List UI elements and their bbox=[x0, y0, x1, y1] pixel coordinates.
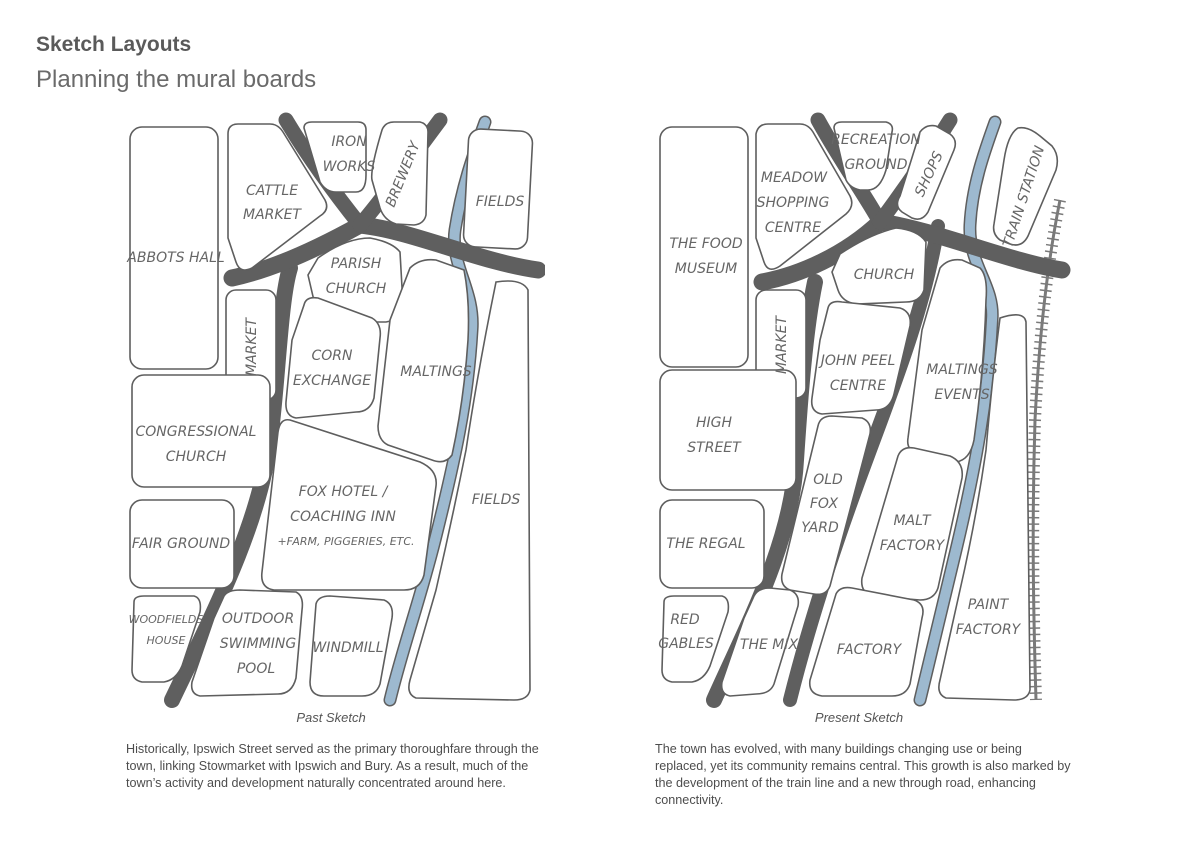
plot-train-station bbox=[992, 126, 1059, 246]
label-cattle-market-1: CATTLE bbox=[246, 183, 298, 199]
label-fair-ground: FAIR GROUND bbox=[132, 536, 230, 552]
label-paint-factory-2: FACTORY bbox=[956, 622, 1022, 638]
label-fox-hotel-note: +FARM, PIGGERIES, ETC. bbox=[277, 535, 414, 548]
plot-old-fox-yard bbox=[780, 415, 872, 596]
label-old-fox-yard-1: OLD bbox=[813, 472, 843, 488]
plot-factory bbox=[808, 586, 924, 697]
label-woodfields-2: HOUSE bbox=[147, 634, 186, 647]
label-maltings-events-2: EVENTS bbox=[934, 387, 989, 403]
plot-church bbox=[831, 227, 927, 305]
plot-recreation bbox=[833, 121, 894, 191]
label-john-peel-2: CENTRE bbox=[830, 378, 886, 394]
plot-john-peel bbox=[810, 300, 912, 415]
past-sketch-map: ABBOTS HALL CATTLE MARKET IRON WORKS BRE… bbox=[126, 112, 545, 708]
label-iron-works-2: WORKS bbox=[323, 159, 376, 175]
page-subtitle: Planning the mural boards bbox=[36, 66, 317, 93]
label-meadow-3: CENTRE bbox=[765, 220, 821, 236]
label-the-mix: THE MIX bbox=[740, 637, 799, 653]
label-food-museum-2: MUSEUM bbox=[675, 261, 737, 277]
label-paint-factory-1: PAINT bbox=[968, 597, 1010, 613]
label-fox-hotel-2: COACHING INN bbox=[290, 509, 396, 525]
label-abbots-hall: ABBOTS HALL bbox=[126, 250, 224, 266]
label-recreation-1: RECREATION bbox=[831, 132, 921, 148]
river-water bbox=[915, 117, 1000, 705]
plot-fair-ground bbox=[129, 499, 235, 589]
plot-corn-exchange bbox=[285, 296, 382, 419]
label-old-fox-yard-2: FOX bbox=[810, 496, 839, 512]
label-malt-factory-1: MALT bbox=[893, 513, 932, 529]
plot-the-regal bbox=[659, 499, 765, 589]
label-fields-top: FIELDS bbox=[476, 194, 525, 210]
past-description: Historically, Ipswich Street served as t… bbox=[126, 742, 539, 790]
plot-food-museum bbox=[659, 126, 749, 368]
plot-meadow bbox=[755, 123, 853, 270]
label-parish-church-1: PARISH bbox=[331, 256, 382, 272]
label-john-peel-1: JOHN PEEL bbox=[818, 353, 896, 369]
label-red-gables-2: GABLES bbox=[658, 636, 714, 652]
plot-red-gables bbox=[661, 595, 730, 683]
plot-iron-works bbox=[303, 121, 367, 193]
present-sketch-caption: Present Sketch bbox=[814, 710, 904, 725]
label-congregational-2: CHURCH bbox=[166, 449, 227, 465]
label-factory: FACTORY bbox=[837, 642, 903, 658]
label-pool-2: SWIMMING bbox=[220, 636, 297, 652]
label-woodfields-1: WOODFIELDS bbox=[129, 613, 204, 626]
through-road bbox=[783, 219, 945, 707]
plot-fox-hotel bbox=[260, 418, 437, 591]
page-title: Sketch Layouts bbox=[36, 33, 192, 56]
plot-brewery bbox=[370, 121, 429, 226]
present-description: The town has evolved, with many building… bbox=[655, 742, 1071, 807]
plot-windmill bbox=[309, 595, 394, 697]
label-old-fox-yard-3: YARD bbox=[801, 520, 839, 536]
label-corn-exchange-2: EXCHANGE bbox=[293, 373, 371, 389]
label-food-museum-1: THE FOOD bbox=[669, 236, 742, 252]
river-water bbox=[385, 117, 490, 705]
plot-fields-right bbox=[408, 280, 531, 701]
plot-woodfields bbox=[131, 595, 202, 683]
present-sketch-map: THE FOOD MUSEUM MEADOW SHOPPING CENTRE R… bbox=[658, 112, 1071, 708]
label-maltings: MALTINGS bbox=[400, 364, 472, 380]
label-malt-factory-2: FACTORY bbox=[880, 538, 946, 554]
plot-swimming-pool bbox=[190, 589, 304, 697]
label-parish-church-2: CHURCH bbox=[326, 281, 387, 297]
label-meadow-1: MEADOW bbox=[761, 170, 828, 186]
label-corn-exchange-1: CORN bbox=[312, 348, 354, 364]
label-high-street-2: STREET bbox=[687, 440, 742, 456]
plot-fields-top bbox=[462, 128, 534, 250]
label-maltings-events-1: MALTINGS bbox=[926, 362, 998, 378]
label-pool-1: OUTDOOR bbox=[222, 611, 294, 627]
plot-shops bbox=[896, 124, 957, 220]
past-sketch-caption: Past Sketch bbox=[296, 710, 366, 725]
plot-paint-factory bbox=[938, 314, 1031, 701]
plot-congregational bbox=[131, 374, 271, 488]
label-red-gables-1: RED bbox=[670, 612, 700, 628]
label-pool-3: POOL bbox=[237, 661, 275, 677]
plot-cattle-market bbox=[227, 123, 328, 271]
label-church: CHURCH bbox=[854, 267, 915, 283]
label-iron-works-1: IRON bbox=[331, 134, 367, 150]
plot-high-street bbox=[659, 369, 797, 491]
label-market: MARKET bbox=[774, 315, 790, 374]
label-fields-right: FIELDS bbox=[472, 492, 521, 508]
label-cattle-market-2: MARKET bbox=[243, 207, 302, 223]
railway-sleepers bbox=[1027, 198, 1066, 701]
plot-maltings bbox=[377, 258, 470, 463]
label-recreation-2: GROUND bbox=[844, 157, 907, 173]
label-windmill: WINDMILL bbox=[312, 640, 383, 656]
label-the-regal: THE REGAL bbox=[666, 536, 745, 552]
label-fox-hotel-1: FOX HOTEL / bbox=[299, 484, 389, 500]
label-congregational-1: CONGRESSIONAL bbox=[136, 424, 257, 440]
plot-abbots-hall bbox=[129, 126, 219, 370]
label-market: MARKET bbox=[244, 317, 260, 376]
plot-the-mix bbox=[720, 587, 800, 697]
label-meadow-2: SHOPPING bbox=[757, 195, 830, 211]
label-high-street-1: HIGH bbox=[696, 415, 733, 431]
